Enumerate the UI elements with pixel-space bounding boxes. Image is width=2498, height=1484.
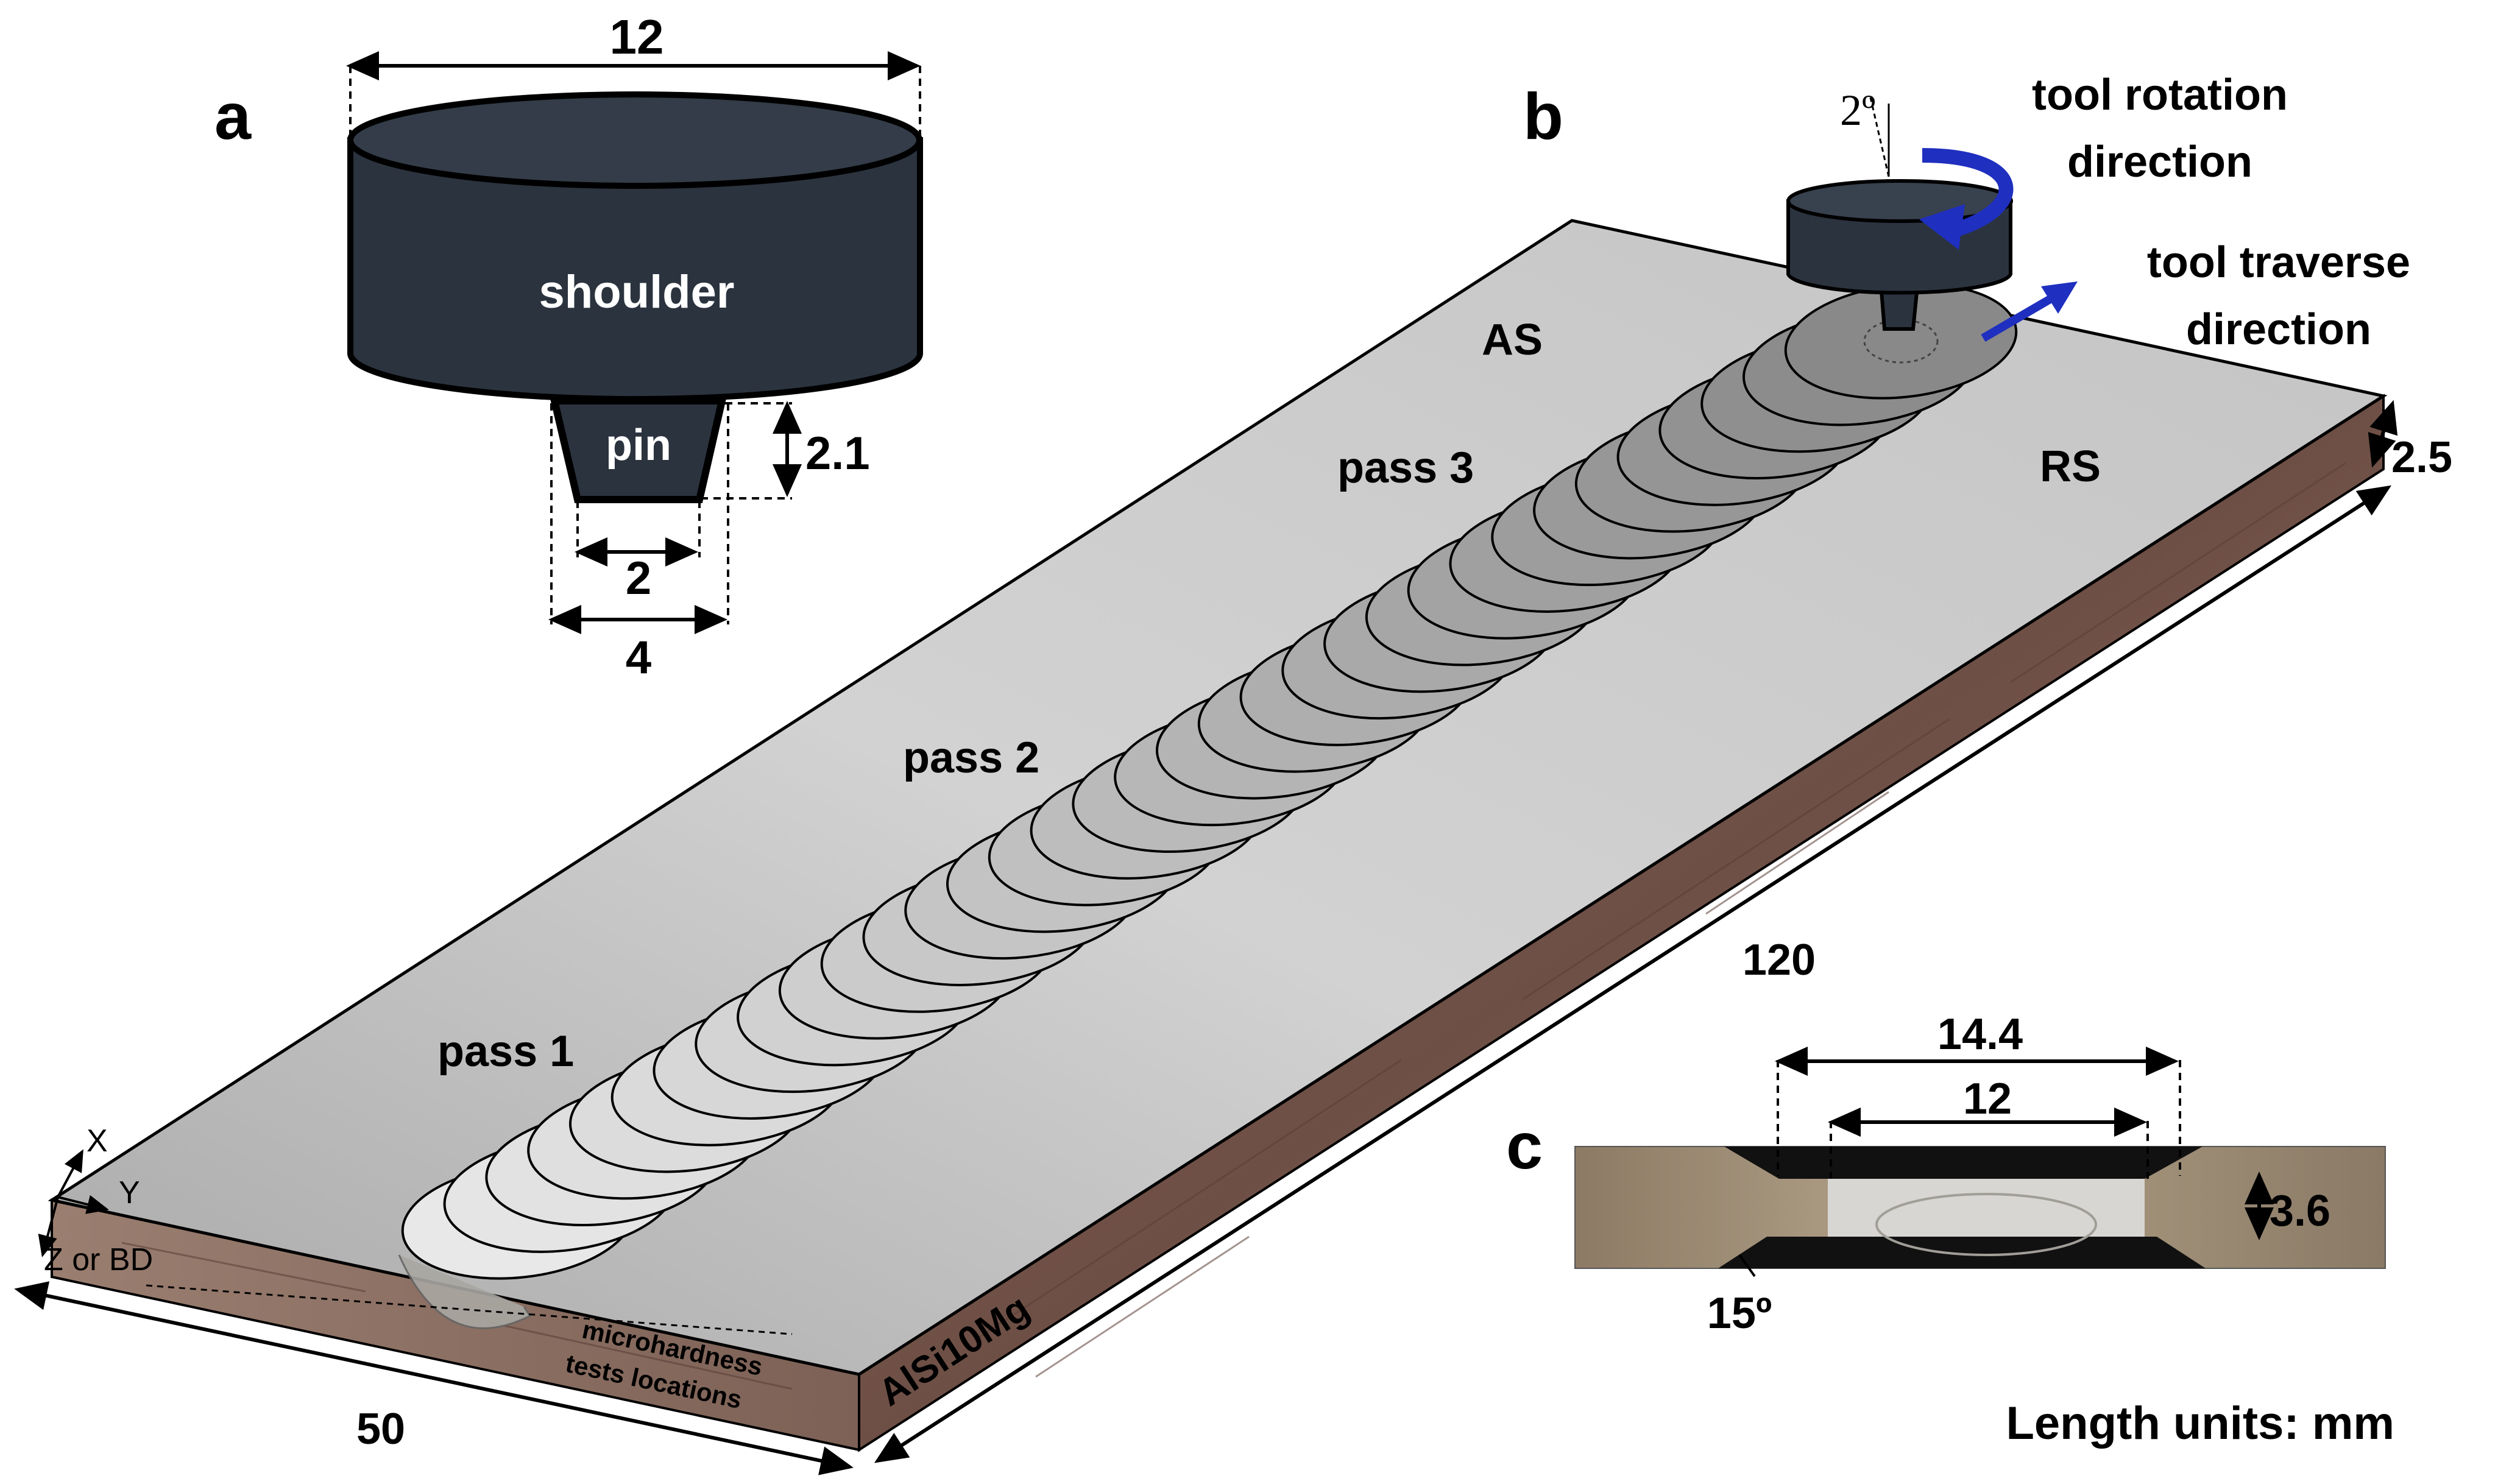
traverse-label-2: direction — [2186, 305, 2371, 354]
units-note: Length units: mm — [2006, 1397, 2394, 1449]
rotation-label-1: tool rotation — [2032, 71, 2288, 119]
pin-mark — [1863, 319, 1939, 364]
coordinate-axes: X Y Z or BD — [38, 1123, 153, 1277]
width-value: 50 — [356, 1405, 405, 1454]
pin-body — [550, 397, 727, 503]
panel-b-label: b — [1523, 79, 1563, 153]
section-depth-value: 3.6 — [2270, 1187, 2330, 1235]
thickness-dimension-line — [2368, 400, 2398, 468]
panel-c-section: c 14.4 12 3.6 15º — [1506, 1010, 2386, 1338]
section-swirl — [1875, 1193, 2097, 1256]
traverse-arrow — [1981, 293, 2056, 342]
section-inner-width-value: 12 — [1963, 1075, 2012, 1123]
z-axis-label: Z or BD — [44, 1242, 153, 1277]
pass-3-label: pass 3 — [1337, 443, 1474, 492]
rotation-arrow — [1922, 148, 2014, 239]
pin-label: pin — [606, 421, 671, 470]
section-angle-pointer — [1738, 1254, 1756, 1277]
pin-root-diameter-value: 4 — [626, 632, 651, 684]
panel-a-label: a — [214, 79, 252, 153]
panel-a-tool: a 12 shoulder pin 2.1 2 4 — [214, 10, 923, 684]
thickness-value: 2.5 — [2391, 433, 2452, 482]
pass-1-label: pass 1 — [437, 1027, 574, 1076]
panel-c-label: c — [1506, 1109, 1543, 1182]
width-dimension-line — [14, 1281, 854, 1475]
panel-b-plate: b — [14, 71, 2452, 1475]
section-angle-value: 15º — [1707, 1289, 1772, 1338]
y-axis-label: Y — [119, 1175, 140, 1210]
pin-height-value: 2.1 — [805, 428, 870, 479]
rotation-label-2: direction — [2067, 138, 2252, 186]
traverse-arrow-head — [2041, 281, 2078, 314]
retreating-side-label: RS — [2040, 442, 2101, 491]
length-value: 120 — [1743, 936, 1816, 984]
x-axis-arrow — [57, 1149, 83, 1198]
z-axis-arrow — [38, 1196, 59, 1257]
rotation-arrow-head — [1919, 204, 1965, 250]
pin-tip-diameter-value: 2 — [626, 553, 651, 604]
shoulder-top-face — [347, 91, 922, 189]
section-top-width-value: 14.4 — [1937, 1010, 2023, 1059]
section-stir-zone — [1828, 1179, 2145, 1237]
x-axis-label: X — [87, 1123, 108, 1159]
tilt-angle: 2º — [1840, 86, 1875, 135]
section-top-groove — [1724, 1147, 2203, 1179]
section-bottom-groove — [1718, 1237, 2206, 1268]
shoulder-diameter-value: 12 — [610, 10, 664, 64]
advancing-side-label: AS — [1482, 316, 1543, 364]
panel-b-tool: 2º — [1786, 86, 2078, 342]
pass-2-label: pass 2 — [903, 733, 1039, 782]
shoulder-label: shoulder — [539, 266, 735, 318]
traverse-label-1: tool traverse — [2147, 238, 2410, 287]
y-axis-arrow — [57, 1195, 109, 1214]
length-dimension-line — [874, 485, 2392, 1463]
